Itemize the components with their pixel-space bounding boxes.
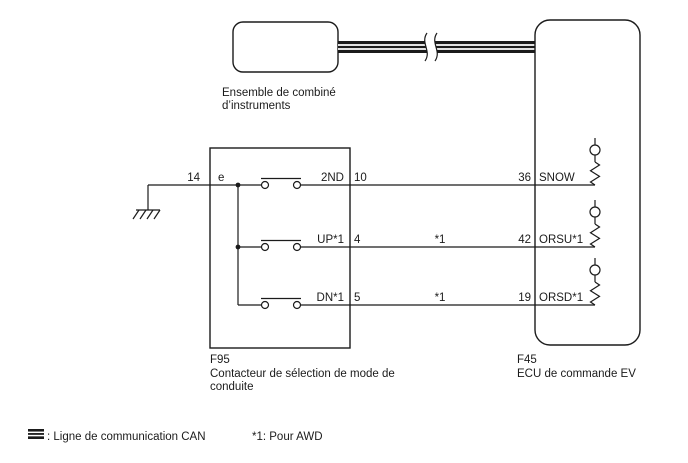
- switch-contact-2nd: [260, 177, 302, 190]
- ecu-pin-19-label: 19: [518, 292, 531, 304]
- ground-symbol: [132, 185, 161, 220]
- switch-box-caption-line2: conduite: [210, 381, 253, 393]
- instrument-cluster-box: [232, 21, 339, 73]
- ecu-resistor-orsu: [589, 200, 601, 248]
- ecu-pin-36-label: 36: [518, 172, 531, 184]
- legend-awd-note: *1: Pour AWD: [252, 431, 323, 443]
- junction-dot: [235, 182, 241, 188]
- can-bus-break-gap: [424, 30, 438, 64]
- switch-contact-dn: [260, 297, 302, 310]
- ecu-box-code: F45: [517, 354, 537, 366]
- ecu-signal-snow-label: SNOW: [539, 172, 575, 184]
- ecu-box: [534, 19, 641, 346]
- legend-can-symbol: [28, 429, 44, 439]
- can-bus-break-mark: [434, 32, 438, 62]
- ecu-resistor-snow: [589, 138, 601, 186]
- wire-note-dn: *1: [435, 292, 446, 304]
- ecu-pin-42-label: 42: [518, 234, 531, 246]
- switch-box-caption: Contacteur de sélection de mode de: [210, 368, 395, 380]
- can-bus-break-mark: [424, 32, 428, 62]
- connector-e-label: e: [218, 172, 224, 184]
- instrument-cluster-label: Ensemble de combiné: [222, 87, 336, 99]
- switch-box: [209, 147, 351, 349]
- switch-label-dn: DN*1: [317, 292, 344, 304]
- pin-5-label: 5: [354, 292, 360, 304]
- pin-14-label: 14: [187, 172, 200, 184]
- ecu-signal-orsu-label: ORSU*1: [539, 234, 583, 246]
- switch-label-2nd: 2ND: [321, 172, 344, 184]
- pin-10-label: 10: [354, 172, 367, 184]
- ecu-resistor-orsd: [589, 258, 601, 306]
- switch-box-code: F95: [210, 354, 230, 366]
- switch-label-up: UP*1: [317, 234, 344, 246]
- instrument-cluster-label-line2: d’instruments: [222, 100, 291, 112]
- pin-4-label: 4: [354, 234, 361, 246]
- legend-can-label: : Ligne de communication CAN: [47, 431, 206, 443]
- wire-note-up: *1: [435, 234, 446, 246]
- ecu-signal-orsd-label: ORSD*1: [539, 292, 583, 304]
- can-bus-line: [338, 30, 535, 64]
- switch-contact-up: [260, 239, 302, 252]
- ecu-box-caption: ECU de commande EV: [517, 368, 636, 380]
